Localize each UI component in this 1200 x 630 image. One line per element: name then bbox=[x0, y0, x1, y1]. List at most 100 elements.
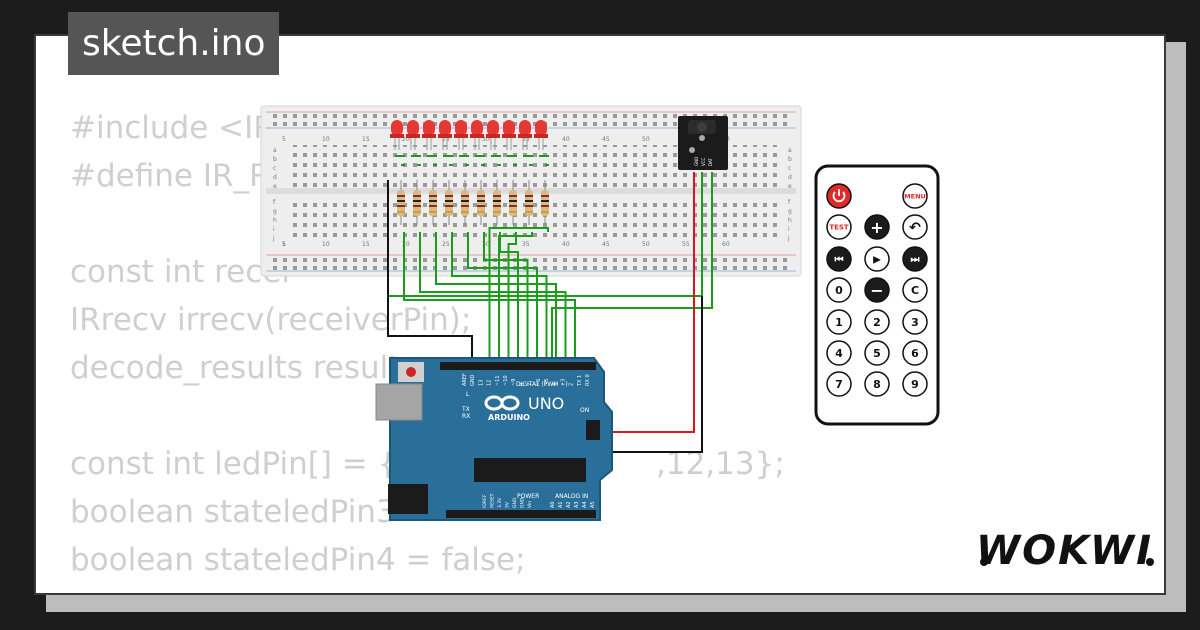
digit-3-button[interactable]: 3 bbox=[902, 309, 928, 335]
digit-0-button[interactable]: 0 bbox=[826, 277, 852, 303]
next-button[interactable]: ⏭ bbox=[902, 246, 928, 272]
digital-pin-label: GND bbox=[470, 374, 476, 386]
test-button[interactable]: TEST bbox=[826, 214, 852, 240]
digital-pin-label: ~9 bbox=[511, 379, 517, 386]
resistor[interactable] bbox=[509, 164, 517, 225]
bb-column-number: 40 bbox=[562, 136, 570, 143]
plus-button[interactable]: + bbox=[864, 214, 890, 240]
digit-1-button[interactable]: 1 bbox=[826, 309, 852, 335]
l-label: L bbox=[466, 391, 470, 398]
wokwi-logo: WOKWI bbox=[976, 528, 1154, 574]
bb-row-letter: i bbox=[788, 226, 790, 233]
minus-button[interactable]: − bbox=[864, 277, 890, 303]
svg-text:2: 2 bbox=[873, 316, 881, 329]
tx-label: TX bbox=[461, 406, 470, 413]
menu-button[interactable]: MENU bbox=[902, 183, 928, 209]
bb-column-number: 40 bbox=[562, 241, 570, 248]
svg-text:↶: ↶ bbox=[909, 220, 921, 236]
bb-column-number: 35 bbox=[522, 136, 530, 143]
bb-column-number: 30 bbox=[482, 241, 490, 248]
led[interactable] bbox=[422, 120, 437, 157]
bb-column-number: 30 bbox=[482, 136, 490, 143]
led[interactable] bbox=[470, 120, 485, 157]
power-button[interactable] bbox=[826, 183, 852, 209]
digital-pin-label: ~3 bbox=[560, 379, 566, 386]
led[interactable] bbox=[486, 120, 501, 157]
bb-column-number: 55 bbox=[682, 241, 690, 248]
digit-4-button[interactable]: 4 bbox=[826, 340, 852, 366]
bb-row-letter: h bbox=[788, 217, 792, 224]
analog-pin-label: A1 bbox=[558, 501, 564, 508]
c-button[interactable]: C bbox=[902, 277, 928, 303]
arduino-uno[interactable]: UNO ARDUINO DIGITAL (PWM ~) POWER ANALOG… bbox=[375, 357, 613, 521]
resistor[interactable] bbox=[493, 164, 501, 225]
code-line: #define IR_RE bbox=[70, 158, 291, 194]
digit-6-button[interactable]: 6 bbox=[902, 340, 928, 366]
led[interactable] bbox=[534, 120, 549, 157]
bb-row-letter: d bbox=[788, 174, 792, 181]
resistor[interactable] bbox=[413, 164, 421, 225]
svg-text:4: 4 bbox=[835, 347, 843, 360]
bb-column-number: 5 bbox=[282, 136, 286, 143]
digit-5-button[interactable]: 5 bbox=[864, 340, 890, 366]
bb-column-number: 50 bbox=[642, 241, 650, 248]
bb-row-letter: a bbox=[273, 147, 277, 154]
resistor[interactable] bbox=[445, 164, 453, 225]
svg-text:C: C bbox=[911, 284, 919, 297]
digital-pin-label: ~5 bbox=[544, 379, 550, 386]
play-button[interactable]: ▶ bbox=[864, 246, 890, 272]
svg-text:⏮: ⏮ bbox=[835, 255, 844, 266]
led[interactable] bbox=[518, 120, 533, 157]
led[interactable] bbox=[406, 120, 421, 157]
resistor[interactable] bbox=[429, 164, 437, 225]
bb-column-number: 45 bbox=[602, 136, 610, 143]
digital-pin-label: 12 bbox=[487, 380, 493, 386]
bb-row-letter: h bbox=[273, 217, 277, 224]
sketch-tab[interactable]: sketch.ino bbox=[68, 12, 280, 75]
prev-button[interactable]: ⏮ bbox=[826, 246, 852, 272]
on-label: ON bbox=[580, 407, 589, 414]
bb-column-number: 10 bbox=[322, 136, 330, 143]
led[interactable] bbox=[502, 120, 517, 157]
code-line: IRrecv irrecv(receiverPin); bbox=[70, 302, 472, 338]
analog-label: ANALOG IN bbox=[555, 493, 588, 500]
logo-dot bbox=[980, 558, 988, 566]
green-wire bbox=[467, 232, 538, 364]
led[interactable] bbox=[390, 120, 405, 157]
bb-column-number: 1 bbox=[282, 241, 286, 248]
back-button[interactable]: ↶ bbox=[902, 214, 928, 240]
green-wire bbox=[419, 232, 567, 364]
green-wires bbox=[403, 227, 576, 364]
digital-pin-label: 8 bbox=[519, 383, 525, 386]
led[interactable] bbox=[438, 120, 453, 157]
bb-row-letter: c bbox=[273, 165, 276, 172]
digit-8-button[interactable]: 8 bbox=[864, 371, 890, 397]
resistor[interactable] bbox=[541, 164, 549, 225]
resistor[interactable] bbox=[461, 164, 469, 225]
resistor-array bbox=[397, 164, 549, 225]
svg-text:▶: ▶ bbox=[873, 255, 881, 266]
resistor[interactable] bbox=[477, 164, 485, 225]
svg-text:0: 0 bbox=[835, 284, 843, 297]
digital-pin-label: 4 bbox=[552, 383, 558, 386]
svg-text:9: 9 bbox=[911, 378, 919, 391]
power-pin-label: GND bbox=[520, 497, 526, 508]
bb-row-letter: c bbox=[788, 165, 791, 172]
resistor[interactable] bbox=[525, 164, 533, 225]
green-wire bbox=[498, 232, 533, 364]
arduino-model: UNO bbox=[528, 394, 564, 413]
bb-row-letter: e bbox=[273, 183, 277, 190]
analog-pin-label: A0 bbox=[550, 501, 556, 508]
bb-row-letter: f bbox=[788, 199, 791, 206]
power-pin-label: IOREF bbox=[482, 494, 488, 508]
bb-row-letter: j bbox=[787, 235, 790, 242]
bb-row-letter: d bbox=[273, 174, 277, 181]
resistor[interactable] bbox=[397, 164, 405, 225]
digit-7-button[interactable]: 7 bbox=[826, 371, 852, 397]
svg-text:1: 1 bbox=[835, 316, 843, 329]
digit-2-button[interactable]: 2 bbox=[864, 309, 890, 335]
led[interactable] bbox=[454, 120, 469, 157]
digit-9-button[interactable]: 9 bbox=[902, 371, 928, 397]
